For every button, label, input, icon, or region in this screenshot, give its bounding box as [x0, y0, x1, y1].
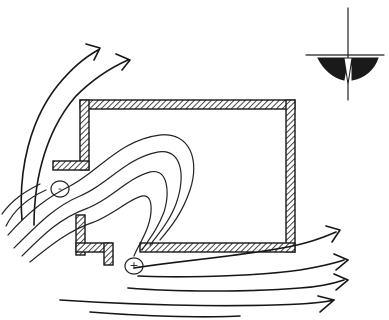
wall-lower-step	[103, 242, 114, 266]
north-arrow-left-wedge	[317, 57, 349, 81]
positive-pressure-symbol: +	[129, 259, 138, 272]
north-arrow-center-gap	[343, 57, 353, 85]
airflow-arrowhead-upper-2	[115, 53, 131, 71]
airflow-loop-4	[29, 195, 152, 263]
wall-top	[79, 99, 296, 110]
building-wall	[52, 99, 296, 266]
airflow-loop-2	[13, 151, 182, 249]
airflow-lead-1	[1, 183, 41, 215]
wall-bottom	[139, 242, 296, 253]
north-arrow-symbol	[305, 7, 385, 101]
wall-left-lower	[75, 214, 86, 256]
airflow-arrowhead-lower-1	[325, 225, 341, 243]
airflow-arrowhead-lower-2	[333, 253, 349, 271]
airflow-arrowhead-upper-1	[85, 43, 101, 61]
airflow-line-lower-1	[133, 231, 337, 269]
airflow-line-upper-1	[20, 49, 99, 221]
positive-pressure-circle	[124, 257, 144, 275]
outer-airflow-lower	[59, 225, 349, 318]
airflow-line-lower-5	[89, 311, 241, 318]
airflow-line-lower-2	[137, 259, 345, 278]
inner-airflow	[1, 134, 195, 263]
airflow-lead-2	[5, 189, 47, 227]
airflow-line-lower-3	[127, 279, 345, 292]
negative-pressure-symbol: -	[58, 182, 62, 195]
wall-right	[285, 99, 296, 253]
airflow-arrowhead-lower-3	[333, 273, 349, 291]
airflow-line-lower-4	[59, 299, 335, 307]
north-arrow-right-wedge	[351, 57, 379, 81]
negative-pressure-zone: -	[50, 180, 70, 198]
wall-left-upper-stub	[52, 160, 90, 171]
wall-left-upper	[79, 99, 90, 171]
airflow-arrowhead-lower-4	[317, 295, 335, 313]
airflow-loop-3	[21, 171, 168, 257]
airflow-line-upper-2	[33, 59, 129, 226]
negative-pressure-circle	[50, 180, 70, 198]
outer-airflow-upper	[20, 43, 131, 226]
positive-pressure-zone: +	[124, 257, 144, 275]
